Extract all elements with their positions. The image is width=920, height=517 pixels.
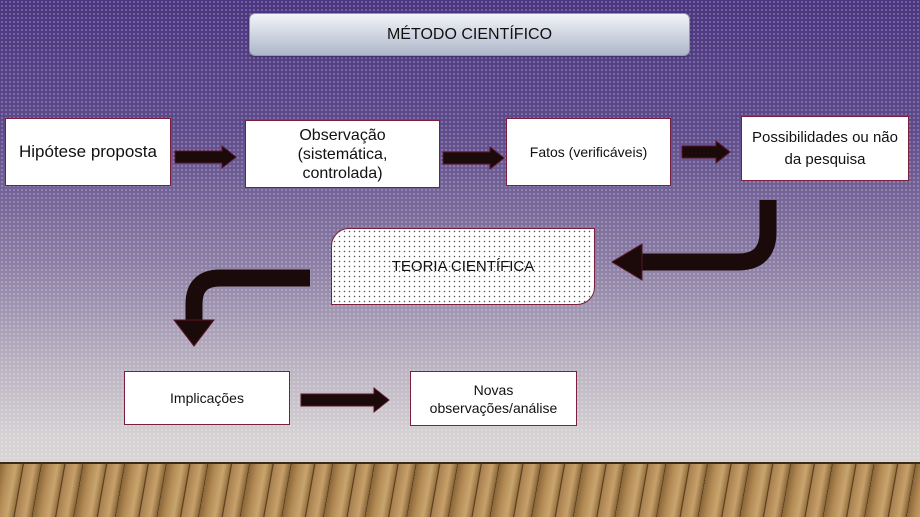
node-observacao: Observação (sistemática, controlada): [245, 120, 440, 188]
node-implicacoes: Implicações: [124, 371, 290, 425]
slide-title: MÉTODO CIENTÍFICO: [249, 13, 690, 56]
arrow-right-icon: [681, 139, 731, 165]
wood-floor: [0, 462, 920, 517]
arrow-left-icon: [611, 243, 643, 281]
node-fatos: Fatos (verificáveis): [506, 118, 671, 186]
node-teoria: TEORIA CIENTÍFICA: [331, 228, 595, 305]
node-hipotese: Hipótese proposta: [5, 118, 171, 186]
bent-arrow-shaft: [185, 269, 310, 322]
node-possibilidades: Possibilidades ou não da pesquisa: [741, 116, 909, 181]
arrow-down-icon: [172, 319, 216, 347]
arrow-right-icon: [174, 144, 237, 170]
arrow-right-icon: [442, 145, 505, 171]
arrow-right-icon: [300, 386, 390, 414]
node-novas: Novas observações/análise: [410, 371, 577, 426]
bent-arrow-shaft: [640, 200, 777, 271]
